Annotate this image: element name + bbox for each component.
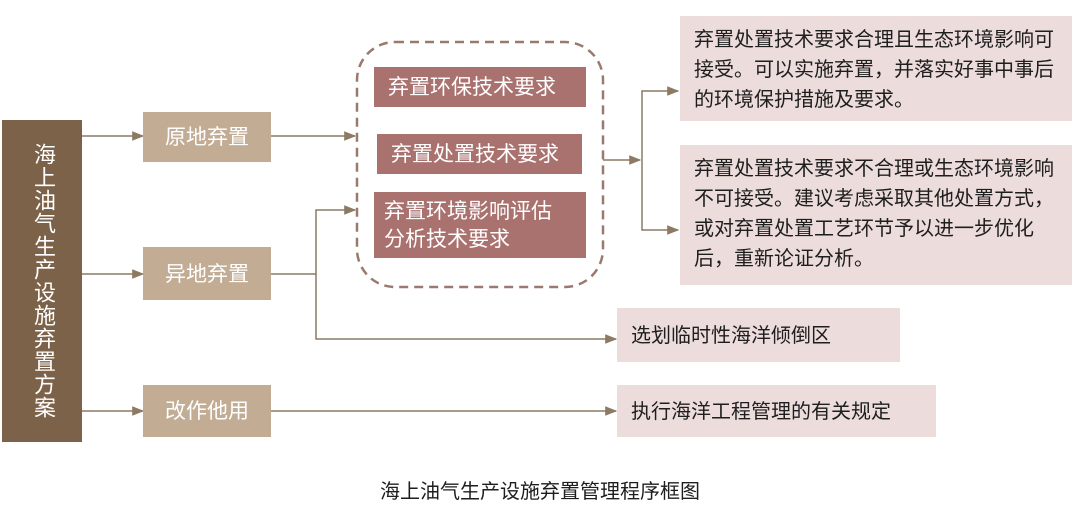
outcome-not-acceptable: 弃置处置技术要求不合理或生态环境影响不可接受。建议考虑采取其他处置方式，或对弃置… (680, 145, 1072, 285)
option-alternative-use: 改作他用 (143, 385, 271, 437)
option-in-situ-label: 原地弃置 (165, 125, 249, 149)
outcome-regulations: 执行海洋工程管理的有关规定 (617, 385, 936, 437)
outcome-not-acceptable-text: 弃置处置技术要求不合理或生态环境影响不可接受。建议考虑采取其他处置方式，或对弃置… (694, 156, 1054, 270)
requirement-disposal-tech: 弃置处置技术要求 (377, 134, 582, 174)
option-off-site-label: 异地弃置 (165, 261, 249, 286)
requirement-env-protection-label: 弃置环保技术要求 (388, 75, 556, 99)
arrow-off-site-to-requirements (271, 205, 357, 275)
option-in-situ-disposal: 原地弃置 (143, 112, 271, 162)
arrow-branch-to-not-acceptable (641, 160, 680, 235)
root-node-disposal-plan: 海上油气生产设施弃置方案 (2, 120, 82, 442)
outcome-dumping-zone-text: 选划临时性海洋倾倒区 (631, 323, 831, 347)
root-node-label: 海上油气生产设施弃置方案 (30, 143, 55, 419)
requirement-impact-assessment-line1: 弃置环境影响评估 (384, 199, 552, 223)
requirement-impact-assessment: 弃置环境影响评估 分析技术要求 (374, 192, 586, 258)
figure-caption: 海上油气生产设施弃置管理程序框图 (380, 479, 700, 503)
outcome-dumping-zone: 选划临时性海洋倾倒区 (617, 308, 900, 362)
requirement-env-protection: 弃置环保技术要求 (374, 67, 586, 107)
outcome-regulations-text: 执行海洋工程管理的有关规定 (631, 399, 891, 423)
option-alternative-use-label: 改作他用 (165, 399, 249, 423)
requirements-group-outline (355, 40, 605, 289)
outcome-acceptable: 弃置处置技术要求合理且生态环境影响可接受。可以实施弃置，并落实好事中事后的环境保… (680, 16, 1072, 121)
arrow-branch-to-acceptable (641, 86, 680, 160)
requirement-impact-assessment-line2: 分析技术要求 (384, 227, 510, 251)
outcome-acceptable-text: 弃置处置技术要求合理且生态环境影响可接受。可以实施弃置，并落实好事中事后的环境保… (694, 27, 1054, 111)
requirement-disposal-tech-label: 弃置处置技术要求 (391, 142, 559, 166)
option-off-site-disposal: 异地弃置 (143, 247, 271, 300)
arrow-off-site-to-dumping-zone (315, 274, 618, 344)
